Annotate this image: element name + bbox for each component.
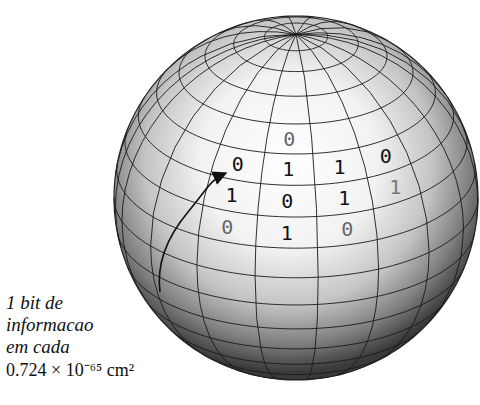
bit-digit: 0 xyxy=(283,127,295,150)
bit-digit: 1 xyxy=(334,155,346,178)
sphere-outline xyxy=(114,16,478,380)
bit-digit: 1 xyxy=(338,187,350,210)
bit-digit: 1 xyxy=(282,158,294,181)
bit-digit: 1 xyxy=(281,221,293,244)
bit-digit: 1 xyxy=(226,184,238,207)
bit-digit: 0 xyxy=(281,190,293,213)
bit-digit: 0 xyxy=(221,215,233,238)
bit-digit: 0 xyxy=(341,218,353,241)
sphere-fill xyxy=(114,16,478,380)
callout-note: 1 bit de informacao em cada xyxy=(6,292,104,358)
bit-digit: 0 xyxy=(380,145,392,168)
area-value: 0.724 × 10⁻⁶⁵ cm² xyxy=(6,360,134,381)
leader-arrow xyxy=(159,173,226,292)
bit-digit: 1 xyxy=(389,175,401,198)
bit-digit: 0 xyxy=(232,153,244,176)
grid-lines xyxy=(114,16,478,379)
